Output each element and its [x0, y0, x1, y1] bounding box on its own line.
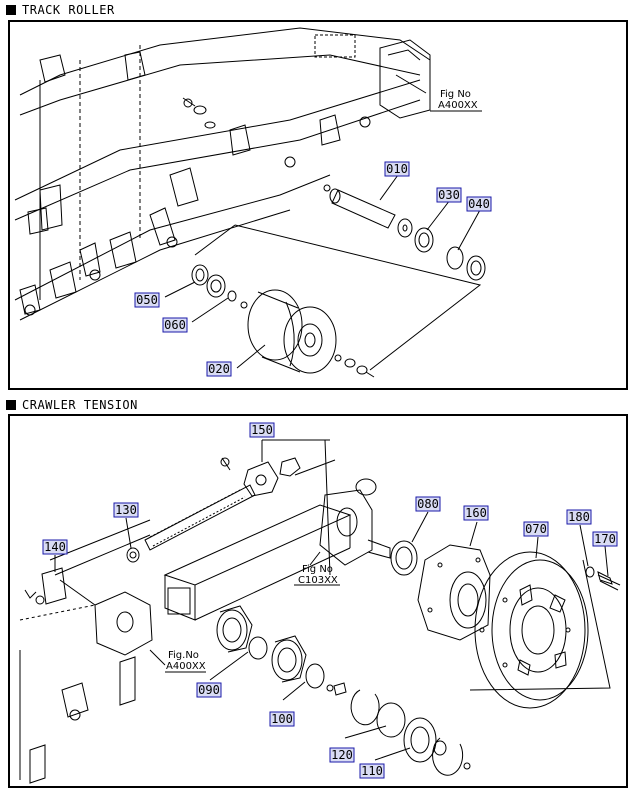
part-number-030[interactable]: 030: [438, 188, 460, 202]
part-label-box[interactable]: [384, 161, 410, 177]
part-label-box[interactable]: [196, 682, 222, 698]
section-title-text: TRACK ROLLER: [22, 3, 115, 17]
part-label-box[interactable]: [592, 531, 618, 547]
crawler-tension-drawing: [19, 439, 621, 784]
part-label-box[interactable]: [113, 502, 139, 518]
section-bullet-icon: [6, 5, 16, 15]
part-number-140[interactable]: 140: [44, 540, 66, 554]
part-number-180[interactable]: 180: [568, 510, 590, 524]
part-label-box[interactable]: [249, 422, 275, 438]
part-number-100[interactable]: 100: [271, 712, 293, 726]
track-frame-drawing: [14, 27, 431, 321]
part-number-120[interactable]: 120: [331, 748, 353, 762]
part-number-130[interactable]: 130: [115, 503, 137, 517]
part-labels: 010 030 040 050 060 020 150 130 140 080 160 070 180 1…: [42, 161, 618, 779]
track-roller-assembly: [191, 184, 486, 378]
part-number-090[interactable]: 090: [198, 683, 220, 697]
part-label-box[interactable]: [162, 317, 188, 333]
fig-ref-track-line1: Fig No: [440, 89, 471, 100]
part-label-box[interactable]: [269, 711, 295, 727]
part-label-box[interactable]: [436, 187, 462, 203]
section-title-text: CRAWLER TENSION: [22, 398, 138, 412]
part-number-110[interactable]: 110: [361, 764, 383, 778]
part-label-box[interactable]: [415, 496, 441, 512]
part-label-box[interactable]: [523, 521, 549, 537]
part-label-box[interactable]: [359, 763, 385, 779]
part-number-020[interactable]: 020: [208, 362, 230, 376]
part-number-160[interactable]: 160: [465, 506, 487, 520]
fig-ref-c103-line1: Fig No: [302, 564, 333, 575]
part-label-box[interactable]: [566, 509, 592, 525]
part-label-box[interactable]: [42, 539, 68, 555]
part-number-050[interactable]: 050: [136, 293, 158, 307]
part-label-box[interactable]: [134, 292, 160, 308]
part-number-010[interactable]: 010: [386, 162, 408, 176]
part-label-box[interactable]: [329, 747, 355, 763]
part-number-060[interactable]: 060: [164, 318, 186, 332]
fig-ref-track-line2: A400XX: [438, 100, 478, 111]
part-label-box[interactable]: [463, 505, 489, 521]
fig-ref-a400-line1: Fig.No: [168, 650, 199, 661]
part-number-170[interactable]: 170: [594, 532, 616, 546]
part-number-070[interactable]: 070: [525, 522, 547, 536]
section-title-track-roller: TRACK ROLLER: [6, 3, 115, 17]
fig-ref-a400-line2: A400XX: [166, 661, 206, 672]
part-number-080[interactable]: 080: [417, 497, 439, 511]
part-label-box[interactable]: [206, 361, 232, 377]
fig-ref-c103-line2: C103XX: [298, 575, 338, 586]
part-number-150[interactable]: 150: [251, 423, 273, 437]
part-label-box[interactable]: [466, 196, 492, 212]
crawler-tension-frame: [8, 414, 628, 788]
section-title-crawler-tension: CRAWLER TENSION: [6, 398, 138, 412]
part-number-040[interactable]: 040: [468, 197, 490, 211]
section-bullet-icon: [6, 400, 16, 410]
